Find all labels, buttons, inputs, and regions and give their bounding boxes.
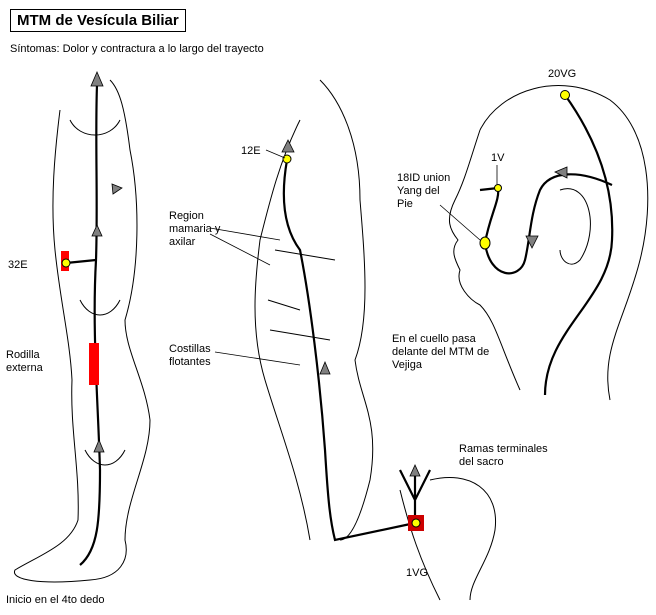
point-18id — [479, 236, 491, 250]
label-12e: 12E — [241, 145, 261, 157]
pelvis-figure — [399, 476, 497, 601]
label-rodilla: Rodilla externa — [6, 349, 43, 374]
arrow-icon — [281, 139, 295, 153]
meridian-path — [65, 84, 614, 566]
leader-lines — [209, 149, 498, 366]
label-ramas: Ramas terminales del sacro — [459, 443, 548, 468]
label-32e: 32E — [8, 259, 28, 271]
label-inicio: Inicio en el 4to dedo — [6, 594, 105, 606]
label-18id: 18ID union Yang del Pie — [397, 172, 451, 210]
torso-figure — [254, 79, 374, 541]
arrow-icon — [91, 224, 103, 237]
arrow-icon — [554, 166, 568, 179]
label-cuello: En el cuello pasa delante del MTM de Vej… — [392, 333, 490, 371]
arrow-icon — [93, 438, 105, 453]
arrow-icon — [525, 235, 539, 249]
head-figure — [448, 85, 649, 401]
point-20vg — [560, 90, 570, 100]
leg-figure — [14, 79, 151, 583]
arrow-icon — [319, 360, 331, 375]
direction-arrows — [90, 70, 568, 477]
knee-marker — [89, 343, 99, 385]
label-1vg: 1VG — [406, 567, 429, 579]
arrow-icon — [90, 70, 104, 87]
label-region-mamaria: Region mamaria y axilar — [169, 210, 221, 248]
acupoints — [61, 90, 570, 528]
point-32e — [61, 258, 71, 268]
point-12e — [282, 154, 292, 164]
arrow-icon — [111, 183, 123, 195]
point-1v — [494, 184, 502, 192]
point-1vg — [411, 518, 421, 528]
page-title: MTM de Vesícula Biliar — [10, 9, 186, 32]
label-costillas: Costillas flotantes — [169, 343, 211, 368]
symptoms-text: Síntomas: Dolor y contractura a lo largo… — [10, 43, 264, 55]
arrow-icon — [409, 464, 421, 477]
label-1v: 1V — [491, 152, 505, 164]
label-20vg: 20VG — [548, 68, 577, 80]
